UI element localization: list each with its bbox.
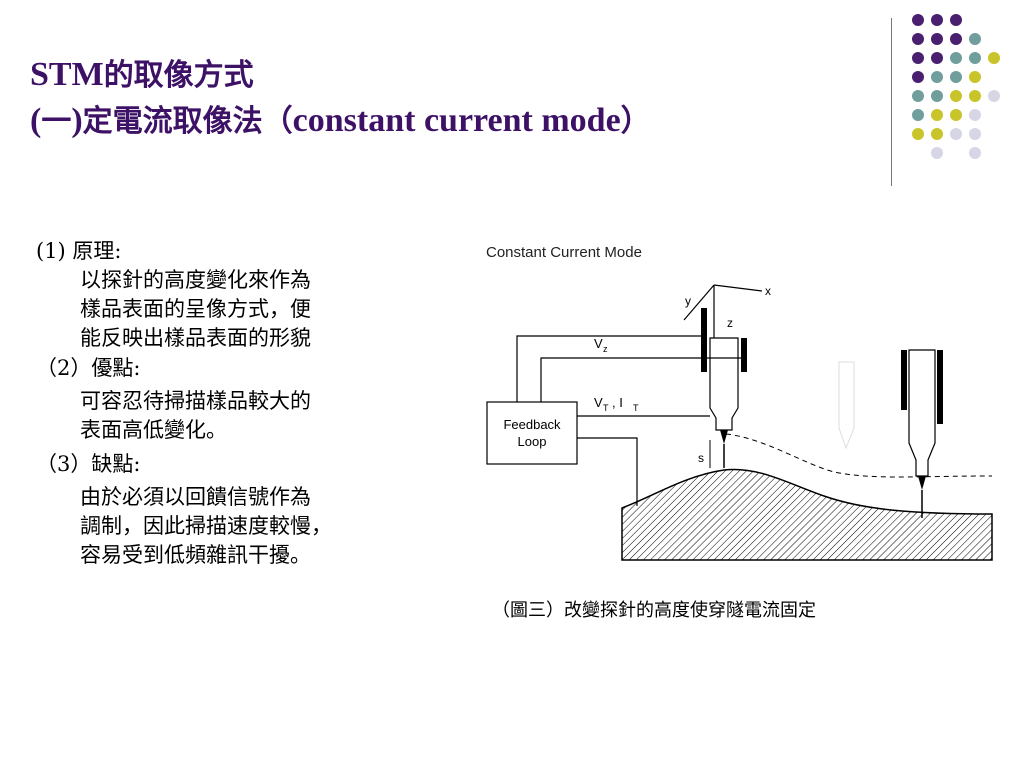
title-line-2-paren-open: （ [262,104,293,139]
ghost-tip [838,361,855,450]
section-line: 能反映出樣品表面的形貌 [80,326,311,350]
decorative-dot [950,128,962,140]
second-tip-body [908,349,936,477]
decorative-dot-grid [912,14,1012,164]
it-label: , I [612,395,623,410]
decorative-dot [931,147,943,159]
section-disadvantages: （3）缺點: 由於必須以回饋信號作為 調制，因此掃描速度較慢， 容易受到低頻雜訊… [36,449,486,570]
stm-constant-current-diagram: Constant Current Mode x y z s Feedback L… [486,244,993,561]
decorative-dot [912,33,924,45]
sample-surface [621,468,993,561]
piezo-bar-left [701,308,707,372]
title-line-2: (一)定電流取像法（constant current mode） [30,98,890,144]
decorative-dot [988,52,1000,64]
title-line-2-num: 一 [41,104,72,139]
decorative-dot [912,52,924,64]
decorative-dot [931,71,943,83]
title-line-1: STM的取像方式 [30,52,890,98]
section-heading: （3）缺點: [36,452,141,476]
gap-label: s [698,451,704,465]
section-line: 樣品表面的呈像方式，便 [80,297,311,321]
section-line: 可容忍待掃描樣品較大的 [80,389,311,413]
decorative-dot [931,14,943,26]
slide-title: STM的取像方式 (一)定電流取像法（constant current mode… [30,52,890,144]
circuit-wires [516,335,741,506]
it-subscript: T [633,403,639,413]
feedback-label-line2: Loop [518,434,547,449]
decorative-dot [931,109,943,121]
decorative-dot [969,109,981,121]
decorative-dot [912,128,924,140]
decorative-dot [912,109,924,121]
body-text: (1) 原理: 以探針的高度變化來作為 樣品表面的呈像方式，便 能反映出樣品表面… [36,236,486,570]
second-piezo-right [937,350,943,424]
vt-subscript: T [603,403,609,413]
stm-tip-body [709,337,739,431]
decorative-dot [931,90,943,102]
feedback-label-line1: Feedback [503,417,561,432]
tip-trajectory [725,433,993,478]
decorative-dot [950,14,962,26]
decorative-dot [988,90,1000,102]
section-line: 以探針的高度變化來作為 [80,268,311,292]
title-line-1-latin: STM [30,56,104,93]
section-line: 調制，因此掃描速度較慢， [80,514,332,538]
vz-subscript: z [603,344,608,354]
axis-z-label: z [727,316,733,330]
decorative-dot [912,14,924,26]
decorative-dot [950,71,962,83]
section-line: 容易受到低頻雜訊干擾。 [80,543,311,567]
title-line-2-cjk: 定電流取像法 [82,104,263,139]
section-line: 表面高低變化。 [80,418,227,442]
decorative-dot [969,90,981,102]
decorative-dot [912,90,924,102]
figure-caption: （圖三）改變探針的高度使穿隧電流固定 [492,600,816,621]
figure-title: Constant Current Mode [486,244,642,261]
section-line: 由於必須以回饋信號作為 [80,485,311,509]
decorative-dot [969,128,981,140]
feedback-loop-box [486,401,578,465]
decorative-dot [931,33,943,45]
decorative-dot [969,33,981,45]
section-principle: (1) 原理: 以探針的高度變化來作為 樣品表面的呈像方式，便 能反映出樣品表面… [36,236,486,353]
vz-label: V [594,336,603,351]
title-line-2-mid: ) [71,102,83,139]
title-line-1-cjk: 的取像方式 [103,58,254,93]
decorative-dot [950,52,962,64]
vt-label: V [594,395,603,410]
section-advantages: （2）優點: 可容忍待掃描樣品較大的 表面高低變化。 [36,353,486,445]
axis-x-label: x [765,284,771,298]
section-heading: (1) 原理: [36,239,122,263]
title-line-2-latin: constant current mode [292,102,621,139]
title-divider [891,18,892,186]
second-piezo-left [901,350,907,410]
axis-y-label: y [685,294,691,308]
section-heading: （2）優點: [36,356,141,380]
decorative-dot [969,71,981,83]
decorative-dot [950,90,962,102]
decorative-dot [931,128,943,140]
decorative-dot [950,109,962,121]
title-line-2-paren-close: ） [620,104,651,139]
decorative-dot [912,71,924,83]
decorative-dot [950,33,962,45]
decorative-dot [969,52,981,64]
stm-tip-point [720,430,728,444]
title-line-2-prefix: ( [30,102,42,139]
decorative-dot [969,147,981,159]
decorative-dot [931,52,943,64]
piezo-bar-right [741,338,747,372]
second-tip-point [918,476,926,490]
